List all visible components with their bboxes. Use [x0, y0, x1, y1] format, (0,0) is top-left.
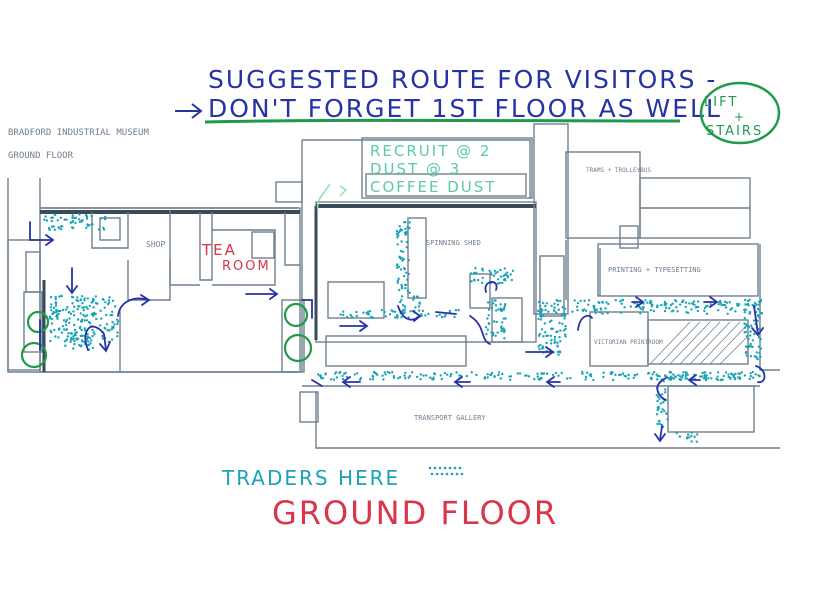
victorian-label: VICTORIAN PRINTROOM [594, 339, 663, 346]
forget-arrow-icon [175, 103, 203, 119]
lift-plus: + [734, 110, 746, 124]
header-underline [204, 118, 681, 124]
recruit-note-2: DUST @ 3 [370, 160, 461, 178]
stairs-circle-icon [283, 333, 313, 363]
stairs-label: STAIRS [706, 124, 763, 139]
transport-gallery-label: TRANSPORT GALLERY [414, 414, 486, 422]
lift-circle-icon [699, 81, 781, 145]
floor-label-small: GROUND FLOOR [8, 151, 74, 161]
recruit-note-1: RECRUIT @ 2 [370, 142, 491, 160]
transport-label: TRAMS + TROLLEYBUS [586, 167, 651, 174]
visitor-route [29, 221, 766, 443]
header-line-1: SUGGESTED ROUTE FOR VISITORS - [208, 65, 717, 94]
ground-floor-title: GROUND FLOOR [272, 494, 558, 532]
recruit-note-3: COFFEE DUST [370, 178, 496, 196]
shop-label: SHOP [146, 240, 165, 249]
recruit-arrow-icon [316, 183, 331, 211]
header-line-2: DON'T FORGET 1ST FLOOR AS WELL [208, 94, 722, 123]
plan-walls [7, 123, 780, 449]
lift-stairs-note: LIFT + STAIRS [699, 81, 781, 145]
printing-label: PRINTING + TYPESETTING [608, 266, 701, 274]
lift-circle-icon [26, 310, 50, 334]
stairs-circle-icon [20, 341, 48, 369]
museum-name: BRADFORD INDUSTRIAL MUSEUM [8, 128, 149, 138]
room-label: ROOM [222, 259, 271, 274]
tea-label: TEA [201, 241, 237, 259]
lift-circle-icon [283, 302, 309, 328]
lift-label: LIFT [704, 95, 738, 110]
spinning-shed-label: SPINNING SHED [426, 239, 481, 247]
traders-label: TRADERS HERE [221, 466, 400, 490]
traders-legend-dots [428, 466, 464, 476]
lift-markers [20, 302, 313, 369]
trader-areas [43, 213, 764, 443]
